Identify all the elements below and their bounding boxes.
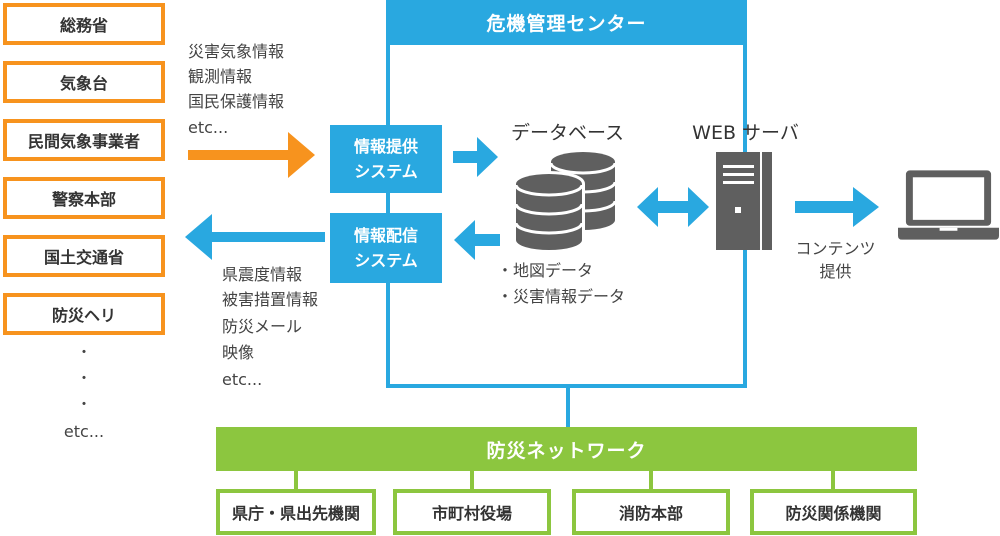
database-item: ・地図データ	[497, 261, 594, 280]
source-box: 警察本部	[3, 177, 165, 219]
ellipsis-dot: ・	[76, 395, 92, 413]
outgoing-info-item: 防災メール	[222, 317, 303, 336]
network-connector	[831, 470, 835, 491]
source-box: 民間気象事業者	[3, 119, 165, 161]
source-label: 総務省	[59, 16, 108, 35]
outgoing-info-item: 県震度情報	[222, 265, 303, 284]
outgoing-info-item: 映像	[222, 343, 255, 362]
content-label-line: コンテンツ	[795, 239, 876, 258]
network-node-label: 消防本部	[618, 504, 683, 523]
network-node-box: 市町村役場	[393, 489, 551, 535]
incoming-info-item: 国民保護情報	[188, 92, 285, 111]
network-node-box: 消防本部	[572, 489, 730, 535]
network-node-label: 防災関係機関	[785, 504, 882, 523]
network-node-box: 防災関係機関	[750, 489, 917, 535]
source-box: 防災ヘリ	[3, 293, 165, 335]
info-delivery-system-box: 情報配信 システム	[330, 213, 442, 283]
outgoing-info-item: 被害措置情報	[222, 290, 319, 309]
center-to-network-line	[566, 386, 570, 428]
info-provide-system-box: 情報提供 システム	[330, 125, 442, 193]
database-label: データベース	[510, 122, 625, 144]
web-server-label: WEB サーバ	[692, 122, 799, 144]
content-arrow	[795, 187, 879, 227]
source-box: 国土交通省	[3, 235, 165, 277]
database-icon	[513, 152, 617, 253]
network-connector	[294, 470, 298, 491]
source-label: 民間気象事業者	[27, 132, 140, 151]
system-label-line: 情報配信	[353, 226, 418, 245]
database-item: ・災害情報データ	[497, 287, 626, 306]
outgoing-arrow	[185, 214, 325, 260]
source-label: 国土交通省	[43, 248, 124, 267]
source-label: 気象台	[59, 74, 108, 93]
laptop-icon	[898, 170, 999, 240]
bidirectional-arrow	[637, 187, 709, 227]
outgoing-info-item: etc...	[222, 370, 263, 389]
ellipsis-dot: ・	[76, 369, 92, 387]
network-bar: 防災ネットワーク	[216, 427, 917, 471]
network-node-label: 県庁・県出先機関	[231, 504, 360, 523]
incoming-info-item: etc...	[188, 118, 229, 137]
network-node-box: 県庁・県出先機関	[216, 489, 376, 535]
system-label-line: システム	[354, 251, 418, 270]
server-icon	[716, 152, 772, 250]
network-node-label: 市町村役場	[431, 504, 512, 523]
source-box: 気象台	[3, 61, 165, 103]
system-label-line: 情報提供	[353, 137, 418, 156]
system-label-line: システム	[354, 162, 418, 181]
from-database-arrow	[454, 220, 500, 260]
network-connector	[470, 470, 474, 491]
sources-etc: etc...	[63, 422, 105, 441]
incoming-info-item: 観測情報	[188, 67, 253, 86]
incoming-info-item: 災害気象情報	[188, 42, 285, 61]
to-database-arrow	[453, 137, 498, 177]
source-label: 防災ヘリ	[51, 306, 116, 325]
network-connector	[649, 470, 653, 491]
crisis-center-title: 危機管理センター	[386, 0, 747, 45]
content-label-line: 提供	[819, 262, 852, 281]
source-box: 総務省	[3, 3, 165, 45]
source-label: 警察本部	[51, 190, 116, 209]
ellipsis-dot: ・	[76, 343, 92, 361]
incoming-arrow	[188, 132, 315, 178]
